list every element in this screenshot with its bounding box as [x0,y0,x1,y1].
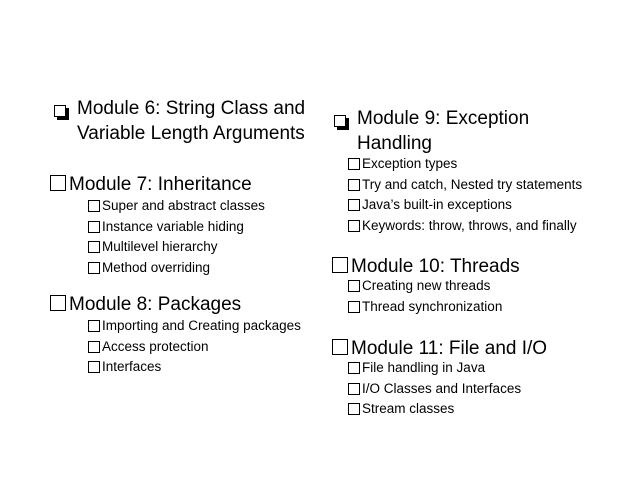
module-8-heading: Module 8: Packages [50,292,241,317]
square-icon [88,320,100,333]
list-item: Access protection [88,337,301,358]
list-item: Thread synchronization [348,297,502,318]
square-icon [348,362,360,375]
square-icon [88,340,100,353]
module-11-topics: File handling in Java I/O Classes and In… [348,358,521,420]
square-icon [332,257,348,273]
square-icon [88,241,100,254]
module-10-heading: Module 10: Threads [332,254,520,279]
shadow-box-icon [54,105,69,120]
module-10-title: Module 10: Threads [351,256,520,277]
square-icon [88,361,100,374]
module-7-title: Module 7: Inheritance [69,174,252,195]
square-icon [88,200,100,213]
square-icon [348,280,360,293]
list-item: Try and catch, Nested try statements [348,175,582,196]
square-icon [348,219,360,232]
list-item: Keywords: throw, throws, and finally [348,216,582,237]
square-icon [348,158,360,171]
list-item: Importing and Creating packages [88,316,301,337]
list-item: Java’s built-in exceptions [348,195,582,216]
list-item: Exception types [348,154,582,175]
list-item: Method overriding [88,258,265,279]
module-6-heading: Module 6: String Class and Variable Leng… [54,96,305,146]
module-11-heading: Module 11: File and I/O [332,336,547,361]
list-item: Super and abstract classes [88,196,265,217]
module-8-title: Module 8: Packages [69,294,242,315]
list-item: Stream classes [348,399,521,420]
list-item: Instance variable hiding [88,217,265,238]
module-7-heading: Module 7: Inheritance [50,172,252,197]
square-icon [348,178,360,191]
square-icon [348,199,360,212]
square-icon [88,261,100,274]
module-10-topics: Creating new threads Thread synchronizat… [348,276,502,317]
module-9-title: Module 9: Exception Handling [357,108,530,154]
list-item: File handling in Java [348,358,521,379]
square-icon [348,403,360,416]
square-icon [348,300,360,313]
list-item: Creating new threads [348,276,502,297]
square-icon [50,175,66,191]
list-item: Multilevel hierarchy [88,237,265,258]
list-item: Interfaces [88,357,301,378]
module-8-topics: Importing and Creating packages Access p… [88,316,301,378]
square-icon [332,339,348,355]
module-9-heading: Module 9: Exception Handling [334,106,529,156]
module-7-topics: Super and abstract classes Instance vari… [88,196,265,278]
square-icon [88,220,100,233]
module-6-title: Module 6: String Class and Variable Leng… [77,98,306,144]
square-icon [50,295,66,311]
list-item: I/O Classes and Interfaces [348,379,521,400]
shadow-box-icon [334,115,349,130]
module-9-topics: Exception types Try and catch, Nested tr… [348,154,582,236]
square-icon [348,382,360,395]
module-11-title: Module 11: File and I/O [351,338,548,359]
